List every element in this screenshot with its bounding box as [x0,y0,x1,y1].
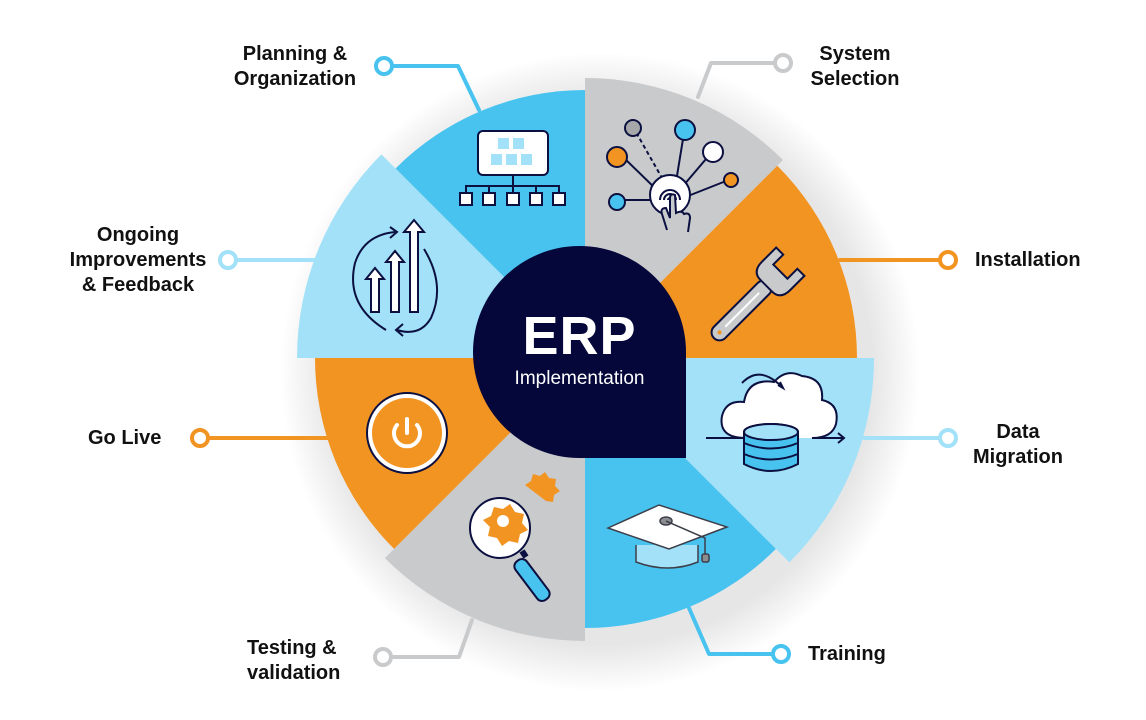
center-title: ERP [522,306,637,366]
center-subtitle: Implementation [514,368,645,389]
label-ongoing: Ongoing Improvements & Feedback [69,224,207,296]
connector-dot-go-live [190,428,210,448]
connector-dot-testing [373,647,393,667]
label-installation: Installation [975,249,1081,271]
connector-dot-data-migration [938,428,958,448]
label-training: Training [808,643,886,665]
growth-cycle-icon [352,218,439,337]
label-testing: Testing & validation [247,637,341,684]
connector-dot-system-selection [773,53,793,73]
connector-training [687,606,775,656]
cloud-database-icon [706,372,846,472]
connector-system-selection [696,61,777,99]
label-planning: Planning & Organization [233,43,357,90]
connector-dot-training [771,644,791,664]
label-data-migration: Data Migration [973,421,1063,468]
connector-dot-planning [374,56,394,76]
graduation-cap-icon [605,504,730,569]
connector-dot-ongoing [218,250,238,270]
center-badge: ERP Implementation [473,246,686,458]
org-chart-icon [459,130,566,206]
label-system-selection: System Selection [810,43,900,90]
wrench-icon [710,246,806,342]
power-icon [366,392,448,474]
touch-network-icon [606,119,739,233]
connector-planning [390,64,481,112]
connector-dot-installation [938,250,958,270]
label-go-live: Go Live [88,427,162,449]
connector-testing [389,618,474,659]
magnifier-gear-icon [469,472,560,602]
